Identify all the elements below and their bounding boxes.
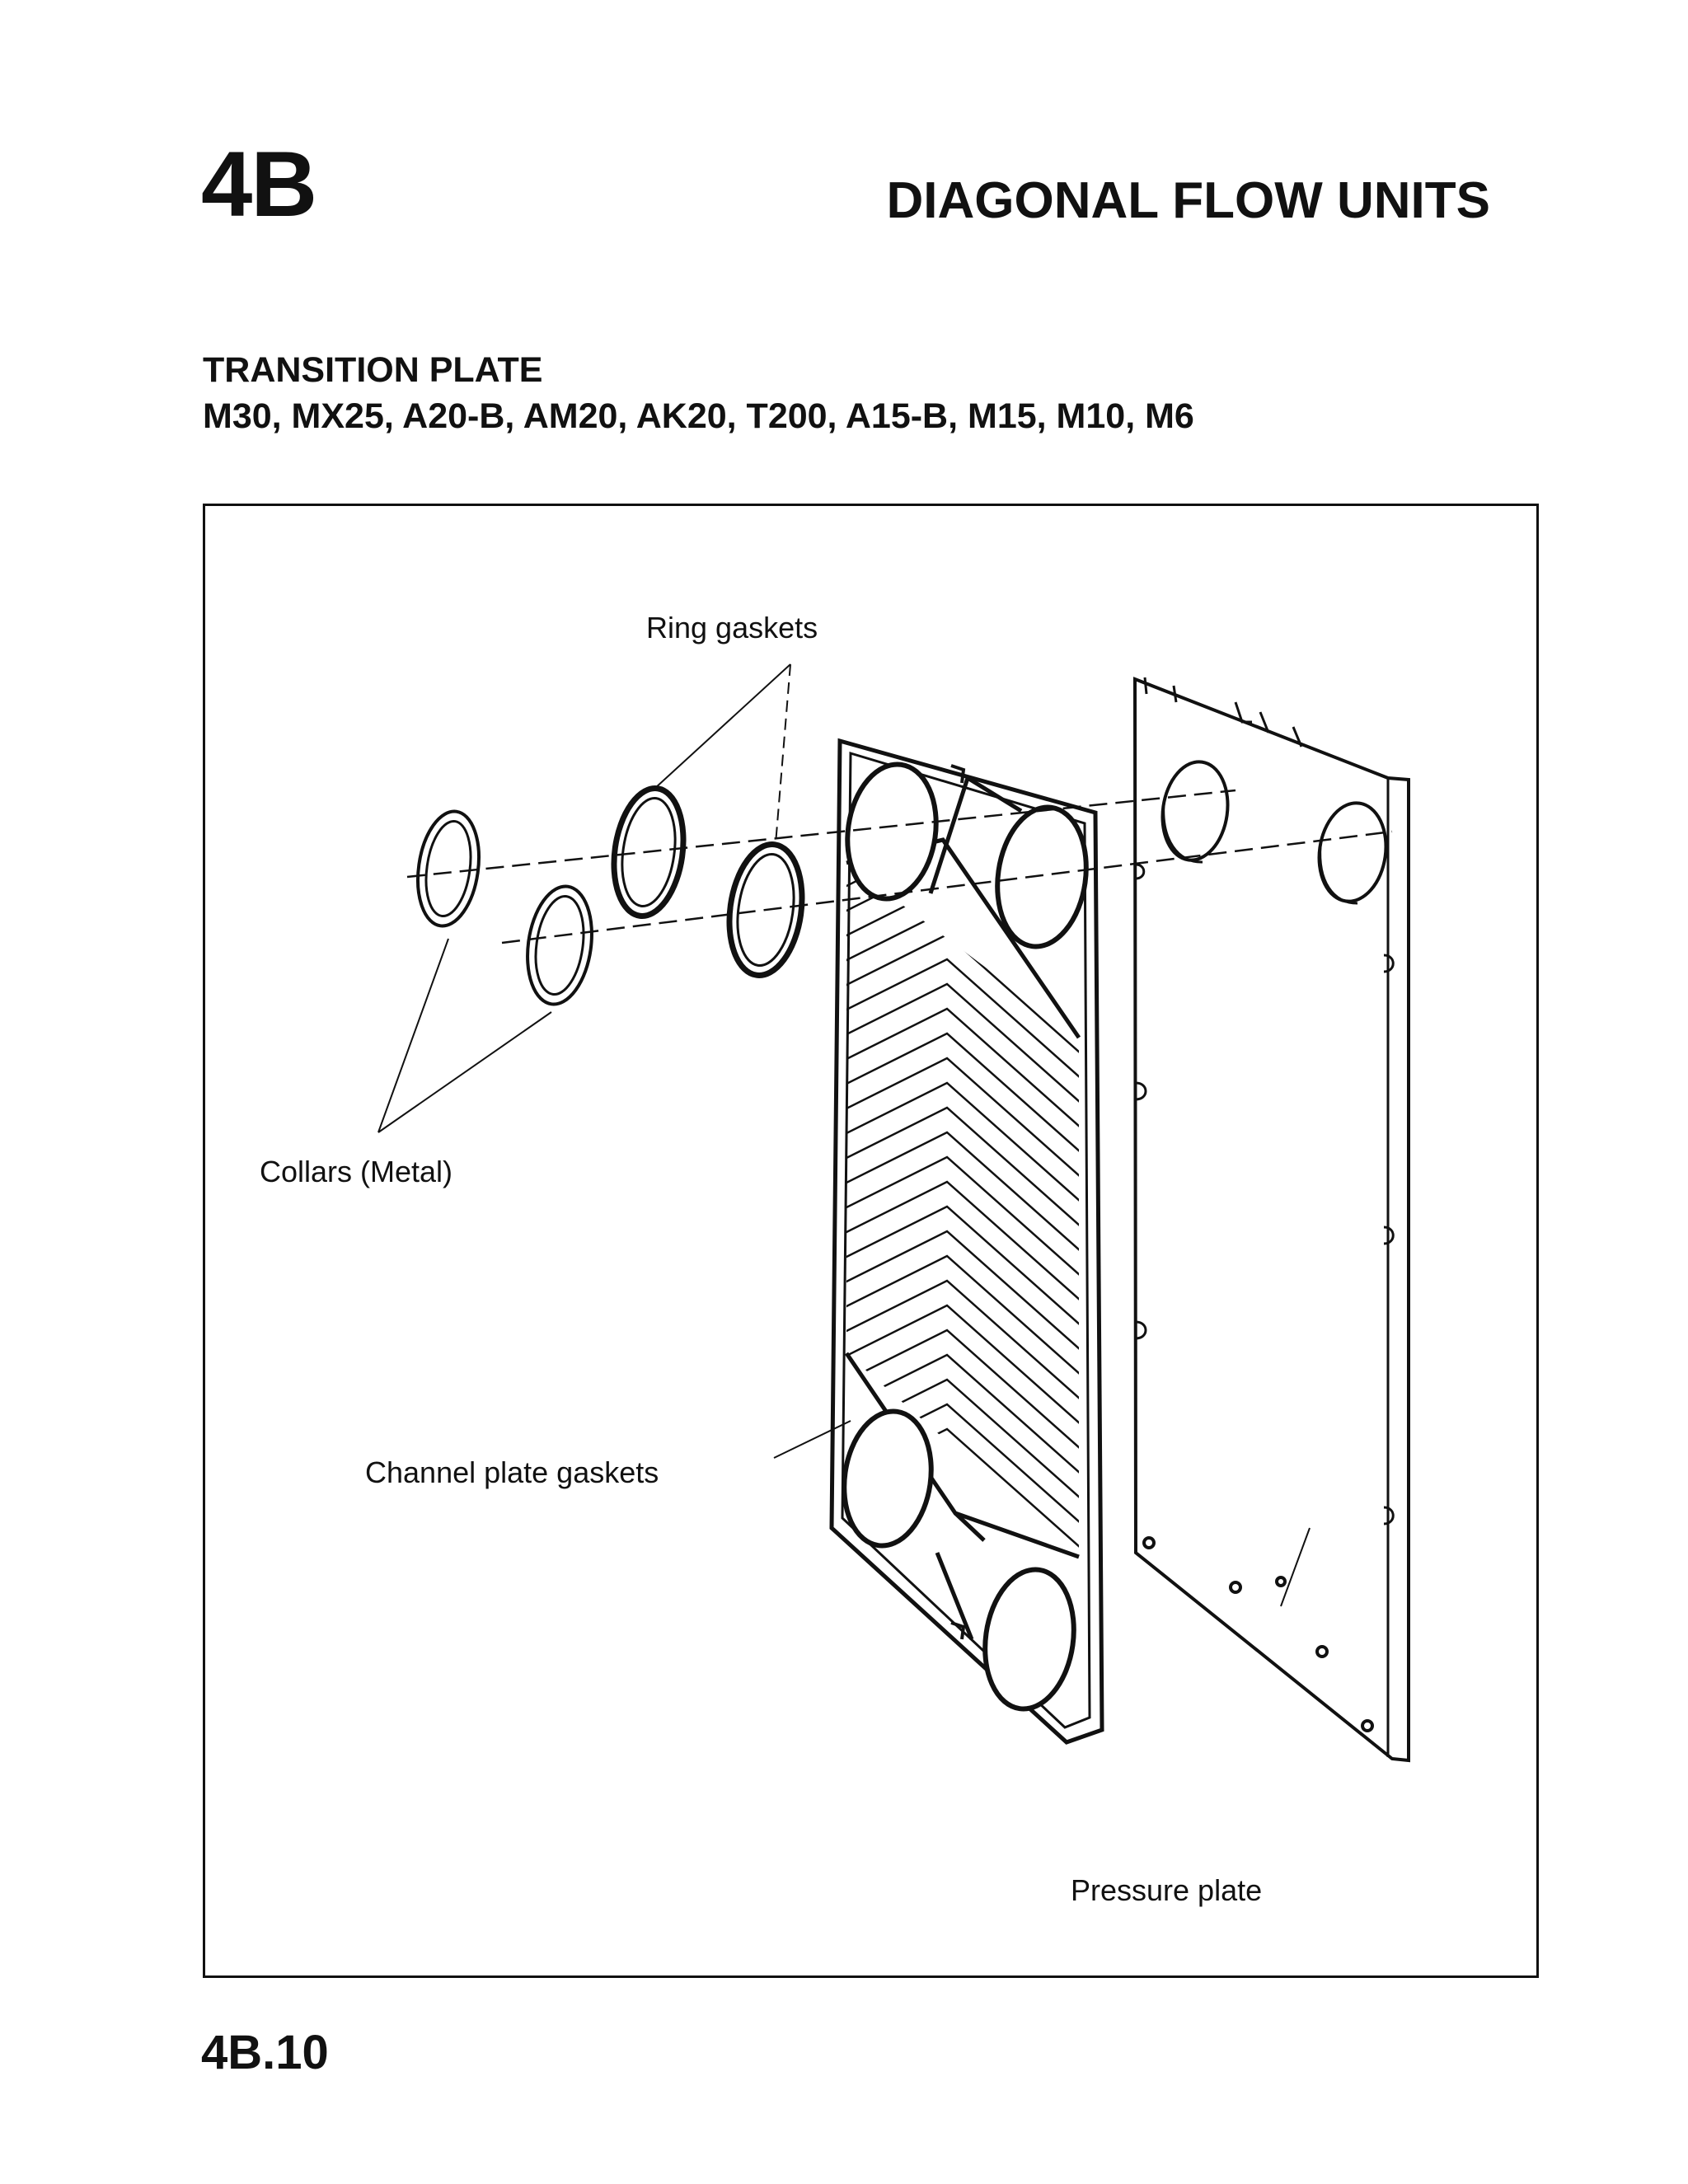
label-ring-gaskets: Ring gaskets <box>646 611 818 644</box>
collar-2 <box>526 884 593 1006</box>
channel-plate-port-bottom-left <box>842 1408 934 1549</box>
model-list: M30, MX25, A20-B, AM20, AK20, T200, A15-… <box>203 396 1194 436</box>
channel-plate-port-bottom-right <box>982 1567 1076 1712</box>
channel-plate-port-top-right <box>995 804 1089 949</box>
label-channel-plate-gaskets: Channel plate gaskets <box>365 1455 659 1489</box>
exploded-diagram <box>377 663 1410 1763</box>
page-number: 4B.10 <box>201 2026 329 2079</box>
label-collars: Collars (Metal) <box>260 1155 453 1188</box>
exploded-diagram-frame: Ring gaskets Collars (Metal) Channel pla… <box>203 504 1539 1978</box>
ring-gasket-1 <box>611 785 687 919</box>
ring-gasket-2 <box>726 841 805 978</box>
section-title: DIAGONAL FLOW UNITS <box>886 172 1490 229</box>
collars <box>416 809 593 1006</box>
label-pressure-plate: Pressure plate <box>1071 1873 1263 1907</box>
section-code: 4B <box>201 133 317 236</box>
leader-lines <box>377 663 1311 1607</box>
ring-gaskets <box>611 785 805 978</box>
collar-1 <box>416 809 481 928</box>
channel-plate <box>829 738 1104 1745</box>
figure-subtitle: TRANSITION PLATE <box>203 350 543 390</box>
pressure-plate <box>1132 677 1410 1763</box>
alignment-lines <box>406 789 1393 944</box>
channel-plate-port-top-left <box>845 762 939 902</box>
